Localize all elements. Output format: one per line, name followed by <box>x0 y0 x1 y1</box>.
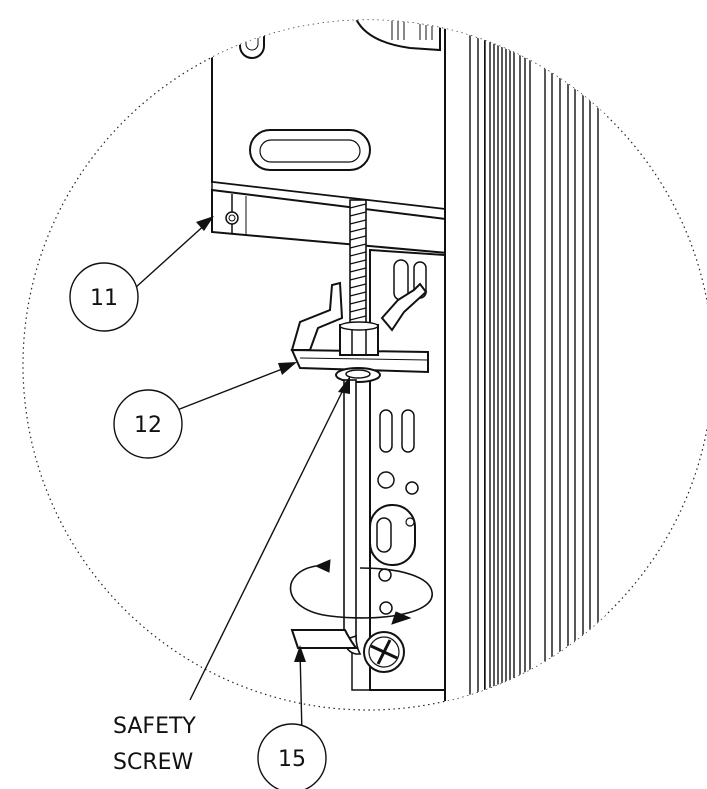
mechanical-parts <box>211 20 605 710</box>
washer <box>335 367 381 383</box>
vertical-extrusion <box>391 20 605 710</box>
caption-line-1: SAFETY <box>113 714 196 739</box>
rotation-arrow <box>289 559 433 625</box>
threaded-rod <box>349 199 367 331</box>
hex-nut <box>339 321 379 356</box>
caption-line-2: SCREW <box>113 750 194 775</box>
leader-line-15 <box>294 645 306 736</box>
safety-screw-caption: SAFETY SCREW <box>113 714 196 775</box>
safety-screw-rod <box>290 379 362 655</box>
callout-11: 11 <box>69 262 139 332</box>
leader-line-11 <box>134 216 214 289</box>
callout-11-label: 11 <box>90 286 118 311</box>
callout-15: 15 <box>257 723 327 789</box>
leader-line-safety-screw <box>189 376 350 701</box>
phillips-screw-head <box>363 631 405 673</box>
callout-12-label: 12 <box>134 413 162 438</box>
upper-mounting-plate <box>211 20 471 223</box>
callout-12: 12 <box>113 389 183 459</box>
leader-line-12 <box>171 362 297 413</box>
callout-15-label: 15 <box>278 747 306 772</box>
adjustment-bracket <box>290 281 429 374</box>
